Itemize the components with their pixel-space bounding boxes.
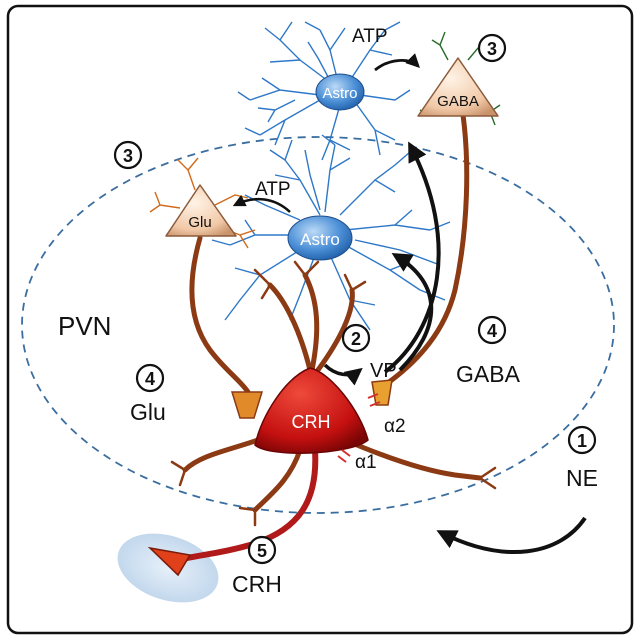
vp-arrow [323, 363, 363, 386]
ne-label: NE [566, 465, 598, 491]
crh-terminal [147, 546, 192, 577]
crh-neuron-body [254, 367, 369, 454]
step-4-left: 4 [135, 363, 165, 393]
alpha1-label: α1 [355, 452, 377, 473]
alpha1-receptor [337, 449, 351, 463]
step-1-label: 1 [577, 431, 587, 451]
step-4-left-label: 4 [145, 369, 155, 389]
step-2-label: 2 [351, 329, 361, 349]
astrocyte-top-processes [237, 21, 411, 161]
step-3-left-label: 3 [123, 146, 133, 166]
gaba-terminal [371, 379, 393, 406]
step-3-top-label: 3 [487, 39, 497, 59]
gaba-neuron-body [417, 57, 499, 117]
glu-cell-label: Glu [188, 214, 211, 231]
glu-axon [189, 235, 251, 395]
glu-neuron-body [165, 184, 237, 237]
vp-to-astro-arrow [391, 252, 434, 372]
atp-top-arrow [374, 53, 420, 72]
step-4-right-label: 4 [487, 321, 497, 341]
gaba-cell-label: GABA [437, 93, 479, 110]
step-3-top: 3 [477, 33, 507, 63]
step-5-label: 5 [257, 541, 267, 561]
astrocyte-top-body [315, 73, 365, 111]
step-3-left: 3 [113, 140, 143, 170]
vp-to-gaba-arrow [383, 141, 441, 374]
alpha2-label: α2 [384, 416, 406, 437]
astro-top-label: Astro [322, 85, 357, 102]
atp-top-label: ATP [352, 26, 388, 47]
astrocyte-mid-body [287, 215, 353, 261]
vp-label: VP [370, 360, 397, 382]
atp-mid-label: ATP [255, 179, 291, 200]
glu-terminal [230, 391, 264, 419]
pvn-label: PVN [58, 311, 111, 341]
step-2: 2 [341, 323, 371, 353]
crh-cell-label: CRH [292, 412, 331, 432]
gaba-label: GABA [456, 361, 521, 387]
step-5: 5 [247, 535, 277, 565]
median-eminence [117, 533, 219, 603]
glu-label: Glu [130, 399, 166, 425]
astro-mid-label: Astro [300, 230, 340, 249]
crh-dendrite-tips [170, 260, 497, 527]
atp-mid-arrow [232, 194, 291, 213]
gaba-axon [382, 105, 470, 388]
ne-arrow [436, 516, 587, 554]
step-1: 1 [567, 425, 597, 455]
crh-release-label: CRH [232, 571, 282, 597]
alpha2-receptor [367, 393, 381, 407]
pvn-boundary [21, 136, 615, 514]
step-4-right: 4 [477, 315, 507, 345]
